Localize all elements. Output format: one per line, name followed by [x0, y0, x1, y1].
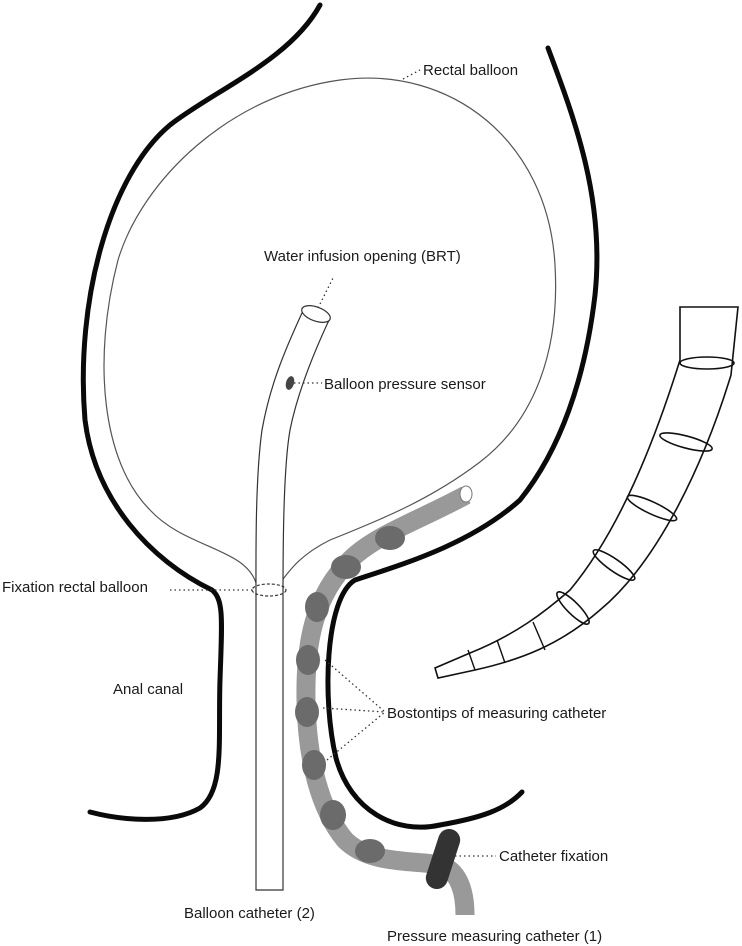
balloon-pressure-sensor-dot — [285, 376, 295, 390]
bostontip — [296, 645, 320, 675]
balloon-pressure-sensor-label: Balloon pressure sensor — [324, 376, 486, 393]
fixation-rectal-balloon-label: Fixation rectal balloon — [2, 579, 148, 596]
bostontips-label: Bostontips of measuring catheter — [387, 705, 606, 722]
bostontip — [320, 800, 346, 830]
bostontip — [331, 555, 361, 579]
left-rectal-wall — [80, 2, 323, 822]
catheter-fixation-label: Catheter fixation — [499, 848, 608, 865]
measuring-catheter-tip — [459, 485, 473, 503]
water-infusion-label: Water infusion opening (BRT) — [264, 248, 461, 265]
pressure-measuring-catheter-label: Pressure measuring catheter (1) — [387, 928, 602, 945]
leader-lines — [170, 69, 496, 857]
right-rectal-wall — [325, 45, 600, 830]
bostontip — [302, 750, 326, 780]
rectal-balloon-outline — [103, 77, 557, 584]
bostontip — [295, 697, 319, 727]
rectal-balloon-label: Rectal balloon — [423, 62, 518, 79]
bostontip — [355, 839, 385, 863]
catheter-fixation-clip — [425, 828, 461, 890]
bostontips — [295, 526, 405, 863]
endoscope — [434, 306, 739, 679]
bostontip — [375, 526, 405, 550]
balloon-catheter-label: Balloon catheter (2) — [184, 905, 315, 922]
anal-canal-label: Anal canal — [113, 681, 183, 698]
bostontip — [305, 592, 329, 622]
balloon-catheter — [255, 312, 331, 891]
